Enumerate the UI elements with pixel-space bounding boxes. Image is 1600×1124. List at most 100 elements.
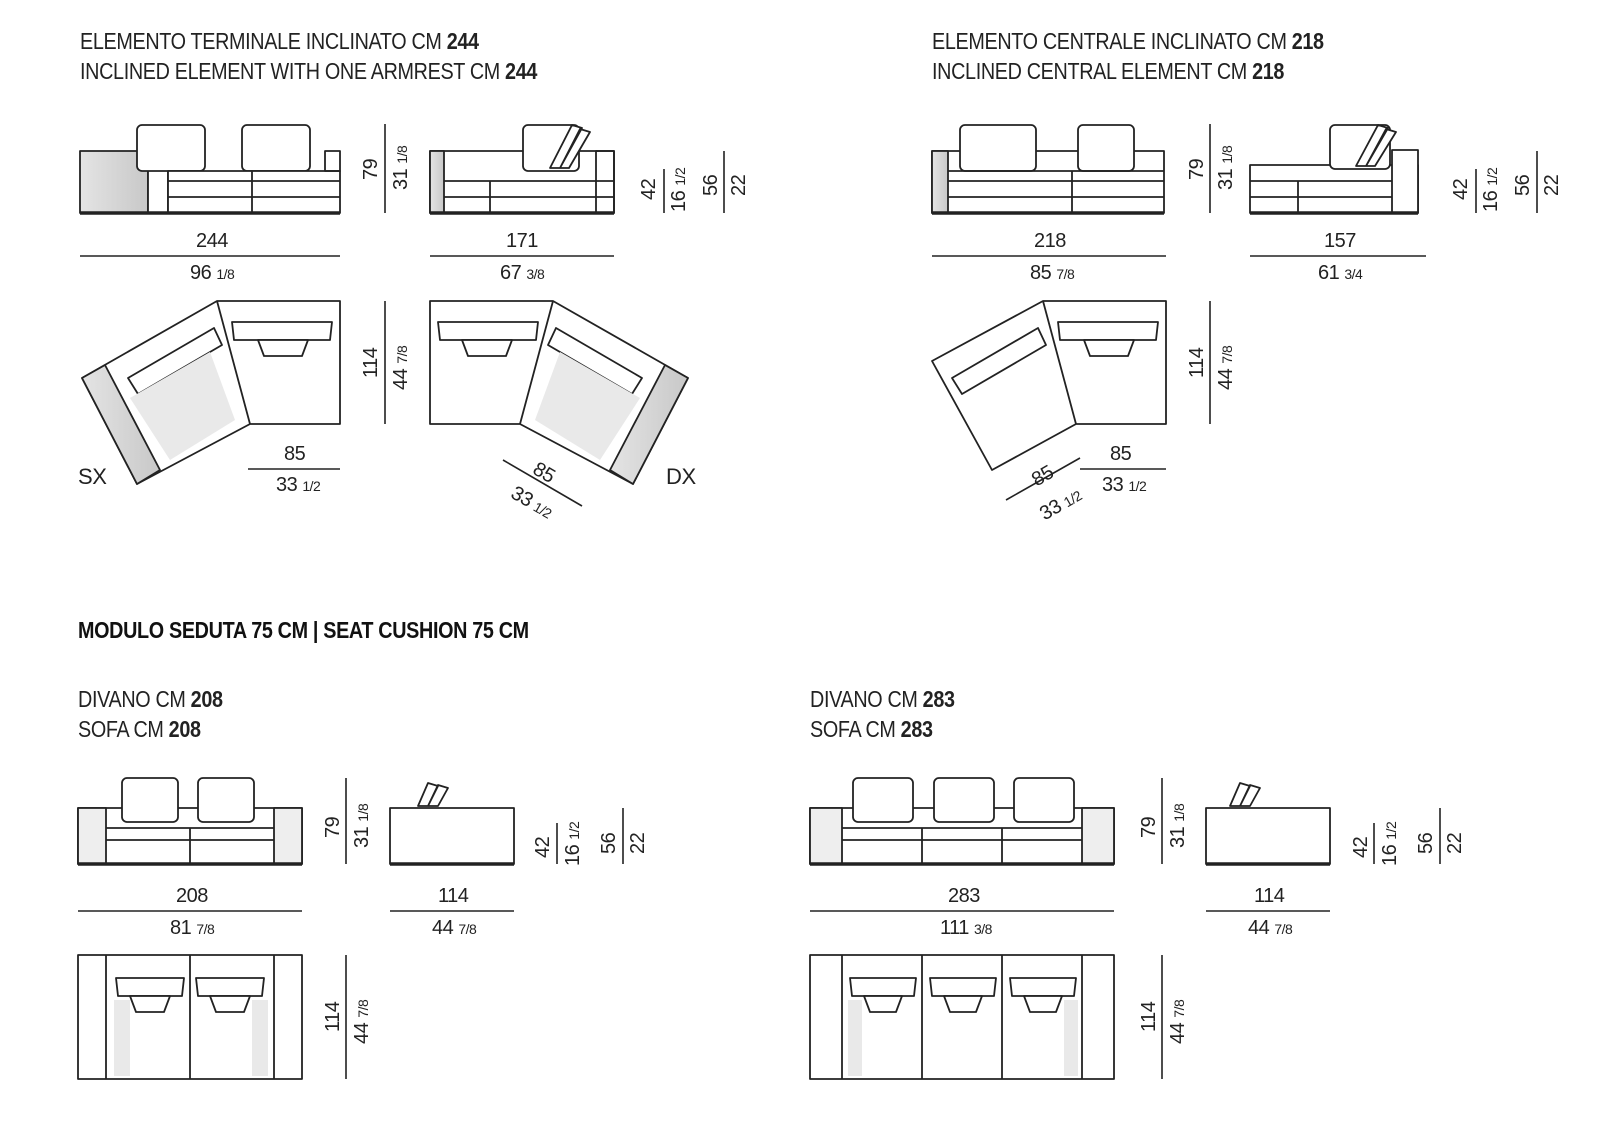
dim-157-in-frac: 3/4 — [1344, 266, 1363, 282]
vdim-42-central-in: 16 1/2 — [1480, 168, 1503, 212]
sofa-283-plan-view — [809, 954, 1115, 1080]
vdim-56-sofa283-in: 22 — [1444, 832, 1466, 854]
vdim-56-terminal-in: 22 — [728, 174, 750, 196]
vdim-42-central-cm: 42 — [1450, 178, 1472, 200]
title-sofa283-it: DIVANO CM 283 — [810, 684, 955, 714]
title-central-it-value: 218 — [1291, 28, 1324, 54]
vdim-79-terminal-in: 31 1/8 — [390, 146, 413, 190]
dim-114-side283-cm: 114 — [1254, 885, 1285, 907]
dim-114-side283-in: 44 7/8 — [1248, 917, 1293, 940]
vdim-114-plan-sx-in-whole: 44 — [390, 368, 412, 390]
sofa-283-front-view — [809, 777, 1115, 866]
title-terminal-en: INCLINED ELEMENT WITH ONE ARMREST CM 244 — [80, 56, 537, 86]
title-terminal-it: ELEMENTO TERMINALE INCLINATO CM 244 — [80, 26, 479, 56]
title-sofa208-it: DIVANO CM 208 — [78, 684, 223, 714]
vdim-79-sofa283-in-whole: 31 — [1167, 826, 1189, 848]
vdim-42-terminal-cm: 42 — [638, 178, 660, 200]
dim-85-sx-in-whole: 33 — [276, 474, 298, 496]
vdim-42-terminal-in: 16 1/2 — [668, 168, 691, 212]
vdim-42-terminal-in-frac: 1/2 — [672, 167, 688, 186]
vdim-114-sofa283-in-whole: 44 — [1167, 1022, 1189, 1044]
vdim-42-central-in-whole: 16 — [1480, 190, 1502, 212]
dim-283-in-whole: 111 — [940, 917, 969, 939]
terminal-244-front-view — [79, 124, 341, 215]
dim-244-cm: 244 — [196, 230, 228, 252]
title-central-it-prefix: ELEMENTO CENTRALE INCLINATO CM — [932, 28, 1292, 54]
dim-218-in-frac: 7/8 — [1056, 266, 1075, 282]
sofa-208-plan-view — [77, 954, 303, 1080]
title-sofa283-en-value: 283 — [900, 716, 933, 742]
central-218-front-view — [931, 124, 1165, 215]
dim-85-sx-in-frac: 1/2 — [302, 478, 321, 494]
title-sofa208-en-prefix: SOFA CM — [78, 716, 169, 742]
vdim-114-plan-central-in-frac: 7/8 — [1219, 345, 1235, 364]
vdim-79-terminal-cm: 79 — [360, 158, 382, 180]
dim-85-central-in-whole: 33 — [1102, 474, 1124, 496]
plan-view-sx — [81, 300, 341, 485]
title-sofa283-en: SOFA CM 283 — [810, 714, 933, 744]
vdim-56-terminal-cm: 56 — [700, 174, 722, 196]
vdim-114-plan-sx-in: 44 7/8 — [390, 346, 413, 390]
dim-114-side283-in-whole: 44 — [1248, 917, 1270, 939]
central-157-side-view — [1249, 124, 1419, 215]
vdim-114-plan-central-in-whole: 44 — [1215, 368, 1237, 390]
vdim-114-plan-central-cm: 114 — [1186, 347, 1208, 378]
dim-208-in-whole: 81 — [170, 917, 192, 939]
title-sofa208-it-value: 208 — [190, 686, 223, 712]
dim-171-in: 67 3/8 — [500, 262, 545, 285]
dim-114-side208-in: 44 7/8 — [432, 917, 477, 940]
vdim-56-central-cm: 56 — [1512, 174, 1534, 196]
dim-218-in-whole: 85 — [1030, 262, 1052, 284]
dim-171-cm: 171 — [506, 230, 538, 252]
dim-114-side208-in-frac: 7/8 — [458, 921, 477, 937]
dim-244-in-whole: 96 — [190, 262, 212, 284]
title-sofa208-it-prefix: DIVANO CM — [78, 686, 191, 712]
side-label-dx: DX — [666, 464, 696, 489]
vdim-114-plan-sx-in-frac: 7/8 — [394, 345, 410, 364]
vdim-79-central-in: 31 1/8 — [1215, 146, 1238, 190]
vdim-114-sofa208-in-whole: 44 — [351, 1022, 373, 1044]
vdim-79-sofa208-in: 31 1/8 — [351, 804, 374, 848]
vdim-79-central-in-frac: 1/8 — [1219, 145, 1235, 164]
vdim-79-sofa283-cm: 79 — [1138, 816, 1160, 838]
dim-244-in: 96 1/8 — [190, 262, 235, 285]
dim-85-sx-cm: 85 — [284, 443, 306, 465]
dim-157-in-whole: 61 — [1318, 262, 1340, 284]
title-terminal-en-value: 244 — [505, 58, 538, 84]
vdim-56-central-in: 22 — [1541, 174, 1563, 196]
vdim-79-sofa208-in-whole: 31 — [351, 826, 373, 848]
plan-view-dx — [429, 300, 689, 485]
vdim-42-sofa283-in-frac: 1/2 — [1383, 821, 1399, 840]
vdim-79-sofa208-in-frac: 1/8 — [355, 803, 371, 822]
dim-218-in: 85 7/8 — [1030, 262, 1075, 285]
vdim-79-sofa283-in-frac: 1/8 — [1171, 803, 1187, 822]
terminal-171-side-view — [429, 124, 615, 215]
section-heading: MODULO SEDUTA 75 CM | SEAT CUSHION 75 CM — [78, 617, 529, 643]
sofa-208-side-view — [389, 782, 515, 866]
dim-157-cm: 157 — [1324, 230, 1356, 252]
dim-208-cm: 208 — [176, 885, 208, 907]
vdim-79-terminal-in-whole: 31 — [390, 168, 412, 190]
title-sofa283-it-prefix: DIVANO CM — [810, 686, 923, 712]
title-sofa208-en-value: 208 — [168, 716, 201, 742]
vdim-79-sofa208-cm: 79 — [322, 816, 344, 838]
title-terminal-it-prefix: ELEMENTO TERMINALE INCLINATO CM — [80, 28, 447, 54]
vdim-114-sofa283-in: 44 7/8 — [1167, 1000, 1190, 1044]
dim-114-side208-cm: 114 — [438, 885, 469, 907]
title-terminal-en-prefix: INCLINED ELEMENT WITH ONE ARMREST CM — [80, 58, 506, 84]
plan-view-central — [931, 300, 1167, 471]
title-central-en: INCLINED CENTRAL ELEMENT CM 218 — [932, 56, 1284, 86]
dimension-lines — [78, 124, 1538, 1079]
title-terminal-it-value: 244 — [446, 28, 479, 54]
vdim-114-sofa208-in-frac: 7/8 — [355, 999, 371, 1018]
dim-85-central-cm: 85 — [1110, 443, 1132, 465]
vdim-42-sofa283-in: 16 1/2 — [1379, 822, 1402, 866]
vdim-42-terminal-in-whole: 16 — [668, 190, 690, 212]
vdim-56-sofa208-cm: 56 — [598, 832, 620, 854]
dim-208-in-frac: 7/8 — [196, 921, 215, 937]
vdim-56-sofa208-in: 22 — [627, 832, 649, 854]
dim-283-in: 111 3/8 — [940, 917, 992, 940]
vdim-114-sofa283-in-frac: 7/8 — [1171, 999, 1187, 1018]
title-sofa283-it-value: 283 — [922, 686, 955, 712]
